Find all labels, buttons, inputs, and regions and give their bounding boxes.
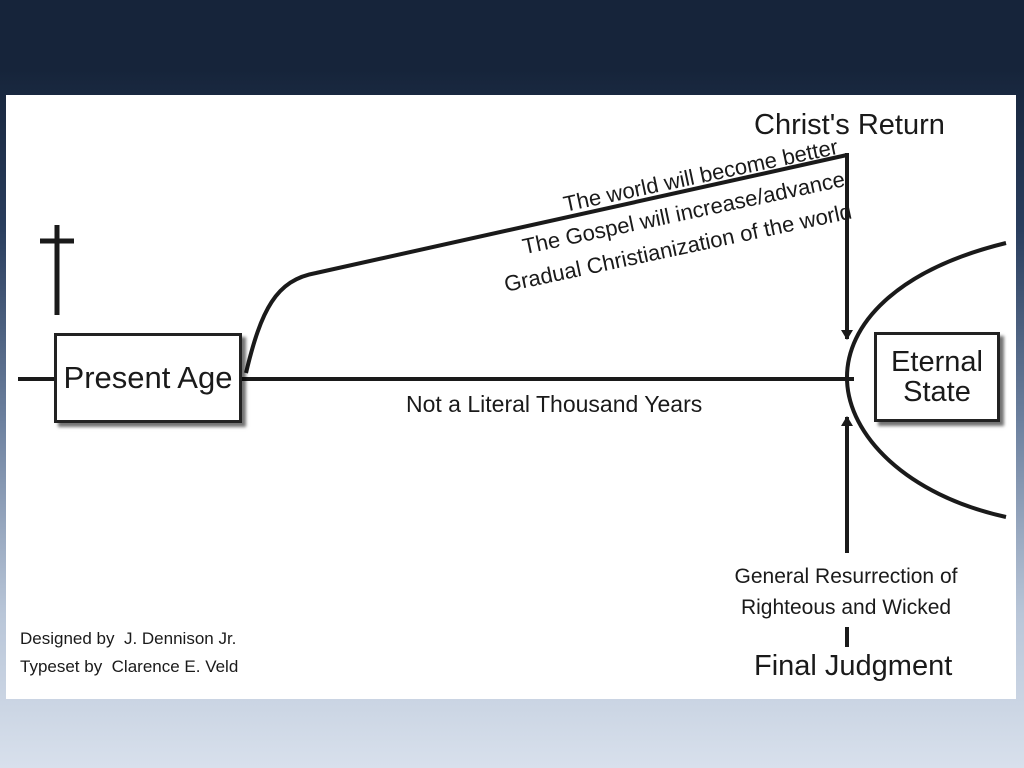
eternal-state-box: Eternal State xyxy=(874,332,1000,422)
thousand-years-label: Not a Literal Thousand Years xyxy=(406,391,703,417)
resurrection-label: General Resurrection of Righteous and Wi… xyxy=(726,561,966,623)
resurrection-line-1: General Resurrection of xyxy=(734,565,958,588)
eternal-arc xyxy=(844,241,1007,519)
credit-designer: Designed by J. Dennison Jr. xyxy=(20,629,237,648)
diagram-panel: Christ's Return The world will become be… xyxy=(6,95,1016,699)
growth-curve xyxy=(244,153,848,374)
cross-icon xyxy=(40,225,74,315)
eternal-state-line-1: Eternal xyxy=(891,346,983,378)
credit-typesetter: Typeset by Clarence E. Veld xyxy=(20,657,239,676)
final-judgment-label: Final Judgment xyxy=(754,650,953,682)
present-age-label: Present Age xyxy=(63,360,233,395)
resurrection-line-2: Righteous and Wicked xyxy=(740,596,952,619)
present-age-box: Present Age xyxy=(54,333,242,423)
diagram-lines xyxy=(18,153,1007,647)
christs-return-label: Christ's Return xyxy=(754,109,945,141)
credits: Designed by J. Dennison Jr. Typeset by C… xyxy=(20,625,238,681)
eternal-state-line-2: State xyxy=(903,376,971,408)
